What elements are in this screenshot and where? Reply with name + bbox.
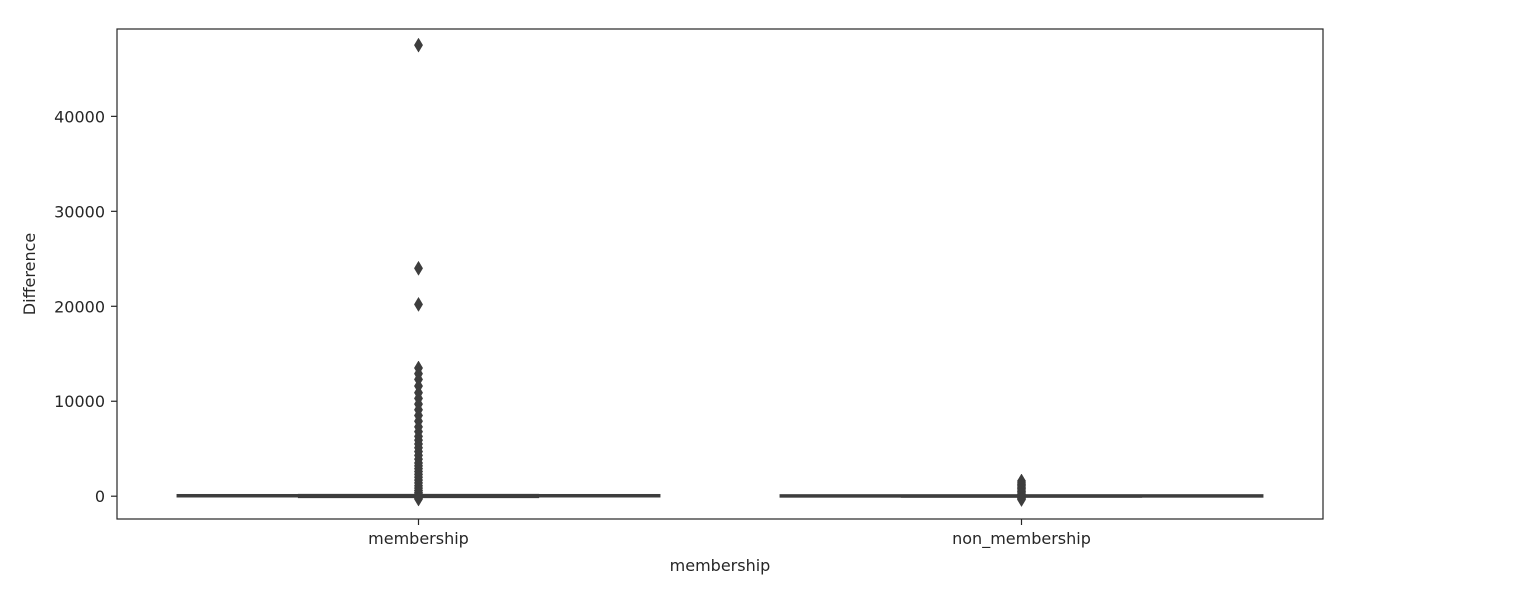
outlier-point <box>414 37 423 53</box>
y-tick-label: 40000 <box>54 107 105 126</box>
plot-marks <box>176 37 1264 508</box>
y-tick-label: 20000 <box>54 297 105 316</box>
y-tick-label: 30000 <box>54 202 105 221</box>
outlier-point <box>414 260 423 276</box>
x-axis-title: membership <box>670 556 771 575</box>
axes-frame <box>116 28 1324 520</box>
y-axis-title: Difference <box>20 233 39 315</box>
box-non_membership <box>779 473 1264 508</box>
outlier-point <box>414 296 423 312</box>
x-axis: membership non_membership <box>368 519 1091 549</box>
x-tick-label: non_membership <box>952 529 1091 549</box>
y-tick-label: 10000 <box>54 392 105 411</box>
y-axis: 0 10000 20000 30000 40000 <box>54 107 117 506</box>
y-tick-label: 0 <box>95 487 105 506</box>
box-membership <box>176 37 661 507</box>
outlier-point <box>1017 492 1026 508</box>
outlier-point <box>414 491 423 507</box>
x-tick-label: membership <box>368 529 469 548</box>
